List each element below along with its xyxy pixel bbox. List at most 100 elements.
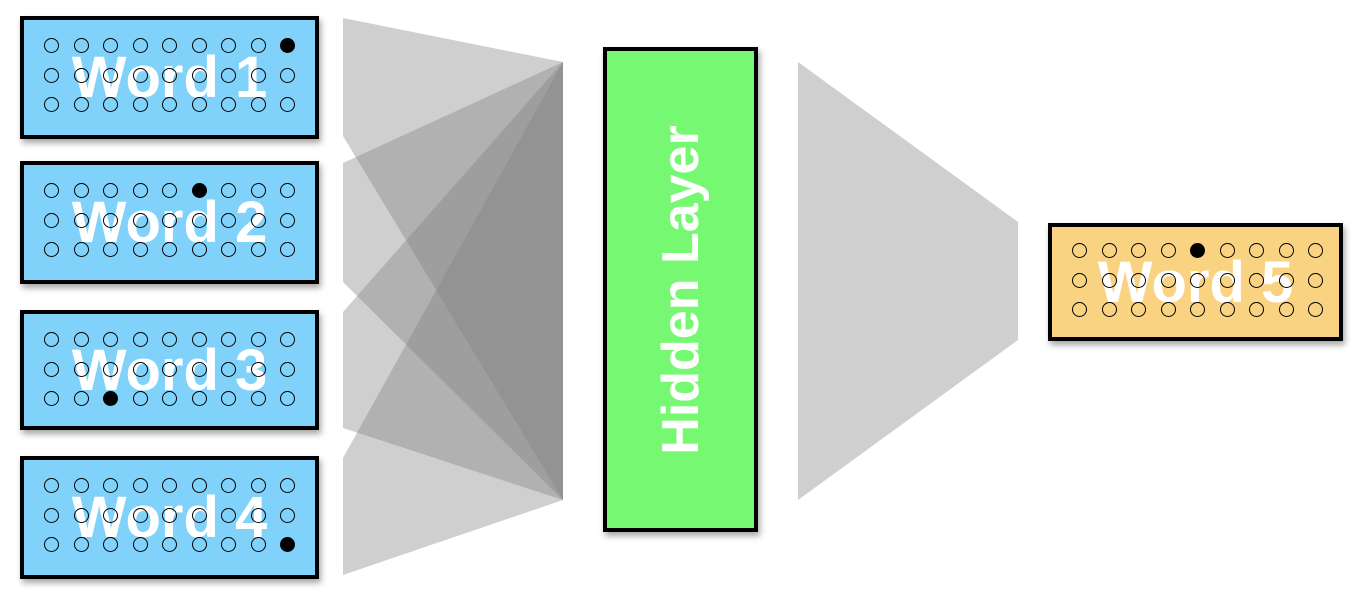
unit-dot	[221, 212, 236, 228]
unit-dot	[44, 332, 59, 347]
unit-dot	[250, 361, 266, 377]
unit-dot	[162, 212, 177, 228]
unit-dot	[1101, 272, 1117, 288]
unit-dot	[191, 537, 207, 552]
unit-dot	[221, 391, 236, 406]
unit-dot	[162, 391, 177, 406]
unit-dot	[191, 507, 207, 523]
unit-dot	[73, 67, 89, 83]
unit-dot	[250, 332, 266, 347]
unit-dot	[132, 67, 148, 83]
unit-dot	[280, 361, 295, 377]
unit-dot	[44, 97, 59, 112]
unit-dot	[132, 537, 148, 552]
unit-dot	[221, 67, 236, 83]
unit-dot	[250, 212, 266, 228]
output-word-5-box: Word 5	[1048, 223, 1343, 341]
unit-dot	[162, 183, 177, 198]
unit-dot	[162, 537, 177, 552]
unit-dot	[221, 478, 236, 493]
unit-dot	[44, 38, 59, 53]
unit-dot	[221, 183, 236, 198]
unit-dot	[250, 242, 266, 257]
one-hot-grid	[44, 38, 295, 112]
unit-dot	[1249, 272, 1264, 288]
unit-dot	[73, 212, 89, 228]
hidden-to-output-fan	[798, 62, 1018, 500]
unit-dot	[250, 507, 266, 523]
unit-dot	[1219, 302, 1235, 317]
unit-dot	[162, 38, 177, 53]
unit-dot	[44, 183, 59, 198]
unit-dot	[250, 67, 266, 83]
unit-dot	[280, 507, 295, 523]
unit-dot	[1190, 302, 1205, 317]
one-hot-grid	[44, 183, 295, 257]
unit-dot	[1072, 272, 1087, 288]
unit-dot	[191, 67, 207, 83]
unit-dot	[221, 537, 236, 552]
input-4-to-hidden-fan	[343, 62, 563, 575]
unit-dot	[44, 242, 59, 257]
unit-dot	[1101, 302, 1117, 317]
unit-dot	[73, 332, 89, 347]
unit-dot	[132, 97, 148, 112]
active-unit-dot	[103, 391, 118, 406]
one-hot-grid	[1072, 243, 1323, 317]
unit-dot	[73, 391, 89, 406]
unit-dot	[280, 242, 295, 257]
unit-dot	[44, 507, 59, 523]
unit-dot	[73, 242, 89, 257]
unit-dot	[132, 507, 148, 523]
unit-dot	[132, 332, 148, 347]
unit-dot	[132, 478, 148, 493]
unit-dot	[103, 242, 118, 257]
unit-dot	[1160, 272, 1176, 288]
unit-dot	[221, 38, 236, 53]
unit-dot	[162, 242, 177, 257]
unit-dot	[44, 212, 59, 228]
active-unit-dot	[191, 183, 207, 198]
unit-dot	[191, 242, 207, 257]
unit-dot	[221, 97, 236, 112]
unit-dot	[280, 332, 295, 347]
unit-dot	[1308, 302, 1323, 317]
unit-dot	[1131, 272, 1146, 288]
unit-dot	[132, 361, 148, 377]
unit-dot	[191, 212, 207, 228]
input-1-to-hidden-fan	[343, 18, 563, 500]
input-word-3-box: Word 3	[20, 310, 319, 430]
unit-dot	[103, 67, 118, 83]
input-2-to-hidden-fan	[343, 62, 563, 500]
unit-dot	[1131, 243, 1146, 258]
unit-dot	[73, 507, 89, 523]
active-unit-dot	[280, 537, 295, 552]
unit-dot	[1072, 243, 1087, 258]
unit-dot	[44, 391, 59, 406]
unit-dot	[1249, 302, 1264, 317]
unit-dot	[280, 478, 295, 493]
one-hot-grid	[44, 478, 295, 552]
unit-dot	[250, 391, 266, 406]
unit-dot	[132, 183, 148, 198]
unit-dot	[221, 361, 236, 377]
unit-dot	[103, 537, 118, 552]
active-unit-dot	[1190, 243, 1205, 258]
unit-dot	[1219, 272, 1235, 288]
unit-dot	[103, 361, 118, 377]
unit-dot	[250, 183, 266, 198]
unit-dot	[44, 67, 59, 83]
unit-dot	[132, 242, 148, 257]
unit-dot	[162, 507, 177, 523]
unit-dot	[162, 361, 177, 377]
unit-dot	[1278, 243, 1294, 258]
unit-dot	[1219, 243, 1235, 258]
input-word-1-box: Word 1	[20, 16, 319, 139]
unit-dot	[103, 478, 118, 493]
input-word-4-box: Word 4	[20, 456, 319, 579]
unit-dot	[162, 478, 177, 493]
unit-dot	[1072, 302, 1087, 317]
unit-dot	[44, 537, 59, 552]
unit-dot	[280, 391, 295, 406]
